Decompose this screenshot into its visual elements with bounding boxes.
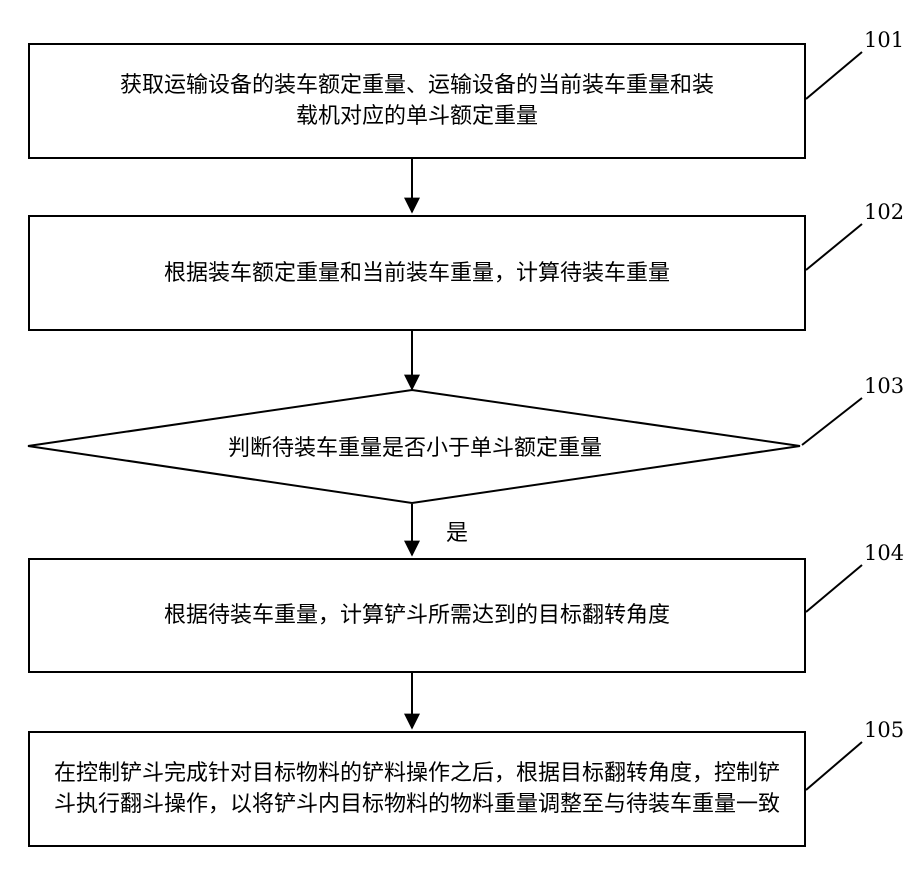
leader-102: [806, 224, 862, 270]
step-number-105: 105: [864, 718, 904, 742]
step-text-101: 获取运输设备的装车额定重量、运输设备的当前装车重量和装载机对应的单斗额定重量: [117, 70, 717, 132]
leader-101: [806, 52, 862, 99]
step-text-104: 根据待装车重量，计算铲斗所需达到的目标翻转角度: [164, 600, 670, 631]
leader-103: [802, 398, 862, 445]
leader-105: [806, 742, 862, 790]
yes-label: 是: [446, 515, 468, 547]
leader-104: [806, 565, 862, 612]
step-number-103: 103: [864, 374, 904, 398]
step-number-102: 102: [864, 200, 904, 224]
step-box-102: 根据装车额定重量和当前装车重量，计算待装车重量: [28, 215, 806, 331]
step-text-103: 判断待装车重量是否小于单斗额定重量: [28, 428, 802, 464]
step-box-104: 根据待装车重量，计算铲斗所需达到的目标翻转角度: [28, 558, 806, 673]
step-text-105: 在控制铲斗完成针对目标物料的铲料操作之后，根据目标翻转角度，控制铲斗执行翻斗操作…: [45, 758, 790, 820]
step-number-101: 101: [864, 28, 904, 52]
step-box-105: 在控制铲斗完成针对目标物料的铲料操作之后，根据目标翻转角度，控制铲斗执行翻斗操作…: [28, 731, 806, 847]
step-box-101: 获取运输设备的装车额定重量、运输设备的当前装车重量和装载机对应的单斗额定重量: [28, 43, 806, 159]
step-number-104: 104: [864, 541, 904, 565]
step-text-102: 根据装车额定重量和当前装车重量，计算待装车重量: [164, 258, 670, 289]
